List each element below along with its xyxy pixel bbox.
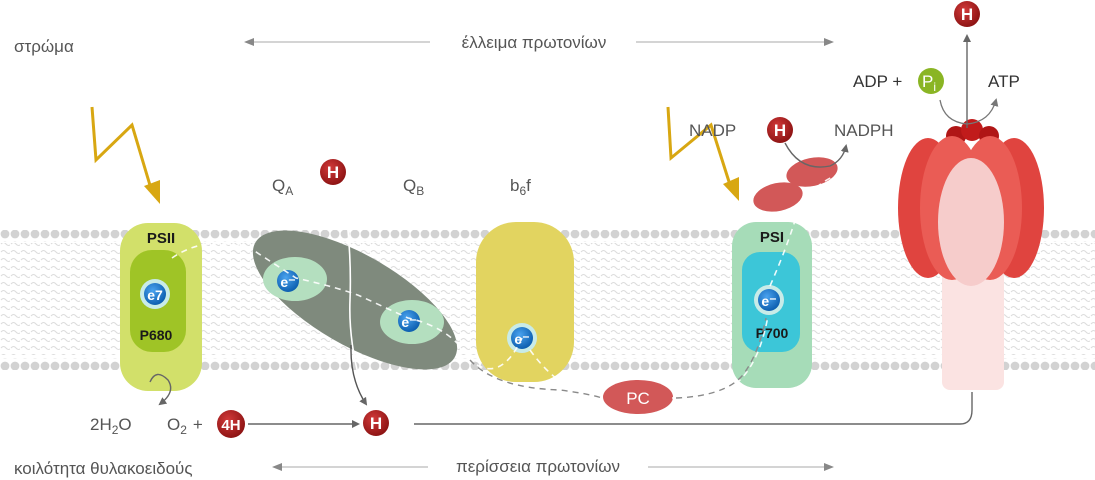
oxygen-label: O2+ <box>167 415 203 437</box>
proton-exit: H <box>954 1 980 27</box>
svg-text:H: H <box>961 5 973 24</box>
light-bolt-psii-icon <box>90 106 160 204</box>
atp-synthesis-arrow <box>939 98 999 125</box>
proton-transfer-arrow <box>342 185 370 410</box>
electron-qa-text: e⁻ <box>280 274 295 290</box>
qb-label: QB <box>403 176 424 198</box>
svg-text:4H: 4H <box>221 417 240 434</box>
proton-gradient-line <box>414 392 973 425</box>
p680-label: P680 <box>140 327 173 343</box>
electron-flow-lumen-path <box>469 317 767 399</box>
electron-flow-path <box>171 173 841 399</box>
pc-label: PC <box>626 389 650 408</box>
electron-qb: e⁻ <box>398 310 420 332</box>
lumen-label: κοιλότητα θυλακοειδούς <box>14 459 193 478</box>
proton-excess-arrow <box>272 463 834 471</box>
svg-text:H: H <box>370 414 382 433</box>
stroma-label: στρώμα <box>14 37 74 56</box>
proton-transfer-lumen-arrow <box>350 344 368 406</box>
b6f-complex <box>476 222 574 382</box>
psi-label: PSI <box>760 229 784 246</box>
nadph-label: NADPH <box>834 121 894 140</box>
atp-label: ATP <box>988 72 1020 91</box>
proton-excess-label: περίσσεια πρωτονίων <box>456 457 620 476</box>
adp-label: ADP + <box>853 72 902 91</box>
atp-synthase <box>898 119 1044 390</box>
proton-stroma-q: H <box>320 159 346 185</box>
svg-text:H: H <box>327 163 339 182</box>
proton-lumen: H <box>363 410 389 436</box>
proton-4h-badge: 4H <box>217 410 245 438</box>
light-bolt-psi-icon <box>666 106 739 201</box>
qa-label: QA <box>272 176 293 198</box>
svg-text:H: H <box>774 121 786 140</box>
electron-psii-text: e7 <box>147 287 163 303</box>
electron-psi: e⁻ <box>754 285 784 315</box>
nadp-reduction-arrow <box>784 142 849 168</box>
proton-nadp: H <box>767 117 793 143</box>
plastocyanin: PC <box>603 380 673 414</box>
water-label: 2H2O <box>90 415 132 437</box>
phosphate-icon: Pi <box>918 68 944 94</box>
psii-label: PSII <box>147 230 175 247</box>
electron-psi-text: e⁻ <box>761 293 776 309</box>
electron-psii: e7 <box>140 279 170 309</box>
ferredoxin <box>753 157 838 212</box>
proton-deficit-arrow <box>244 38 834 46</box>
water-splitting-arrow <box>149 373 172 406</box>
b6f-label: b6f <box>510 176 531 198</box>
nadp-label: NADP <box>689 121 736 140</box>
svg-text:Pi: Pi <box>922 72 936 94</box>
proton-deficit-label: έλλειμα πρωτονίων <box>462 33 607 52</box>
electron-qb-text: e⁻ <box>401 314 416 330</box>
